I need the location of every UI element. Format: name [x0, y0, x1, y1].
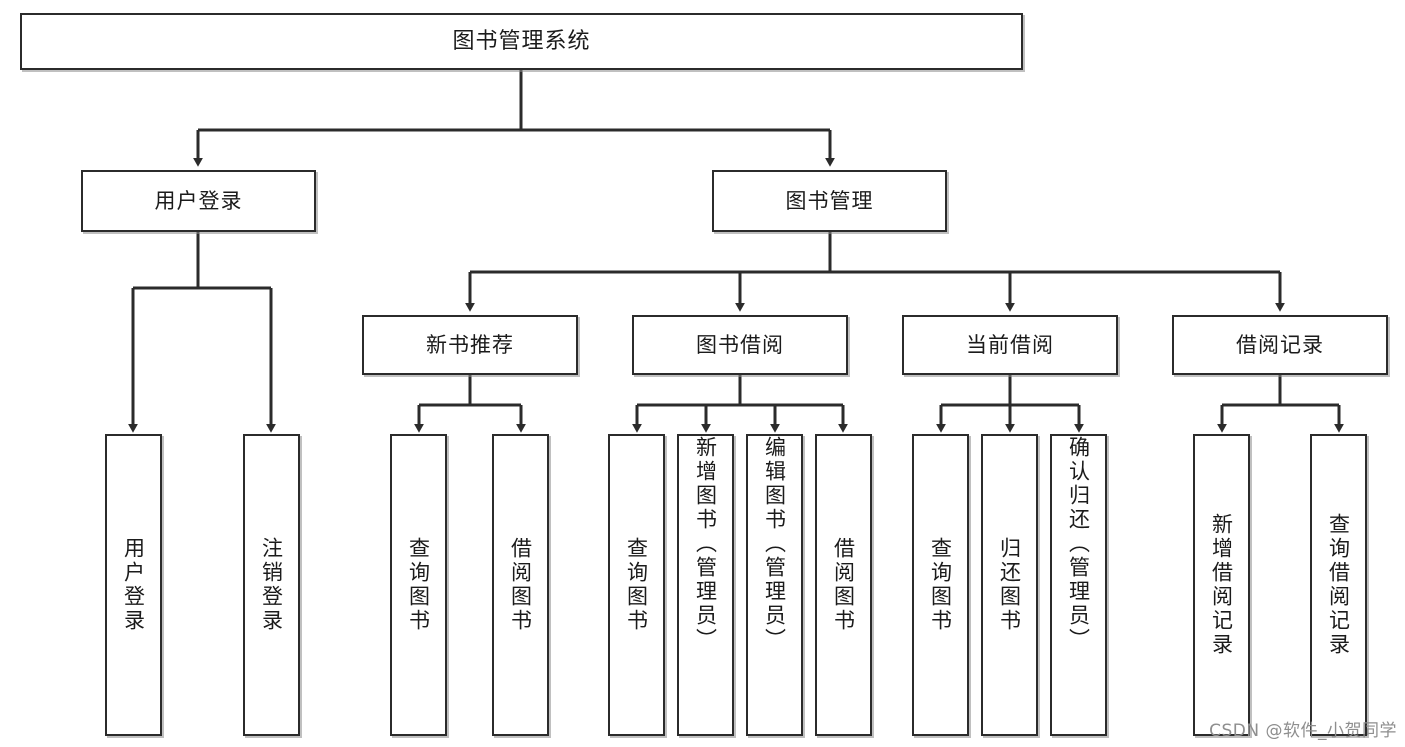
- node-label: 归还图书: [997, 537, 1022, 633]
- node-leaf-logout-login[interactable]: 注销登录: [243, 434, 300, 736]
- node-label: 当前借阅: [966, 332, 1054, 357]
- node-borrow-record[interactable]: 借阅记录: [1172, 315, 1388, 375]
- node-new-book-recommend[interactable]: 新书推荐: [362, 315, 578, 375]
- node-label: 用户登录: [154, 188, 243, 213]
- node-label: 查询图书: [406, 537, 431, 633]
- node-label: 查询图书: [624, 537, 649, 633]
- node-label: 新增图书（管理员）: [693, 436, 718, 652]
- node-user-login[interactable]: 用户登录: [81, 170, 316, 232]
- node-label: 新增借阅记录: [1209, 513, 1234, 657]
- node-label: 新书推荐: [426, 332, 514, 357]
- node-leaf-query-book-3[interactable]: 查询图书: [912, 434, 969, 736]
- node-root-system[interactable]: 图书管理系统: [20, 13, 1023, 70]
- node-label: 编辑图书（管理员）: [762, 436, 787, 652]
- node-leaf-edit-book[interactable]: 编辑图书（管理员）: [746, 434, 803, 736]
- node-label: 借阅图书: [831, 537, 856, 633]
- node-label: 图书借阅: [696, 332, 784, 357]
- csdn-watermark: CSDN @软件_小贺同学: [1209, 721, 1397, 741]
- node-leaf-user-login[interactable]: 用户登录: [105, 434, 162, 736]
- node-label: 查询借阅记录: [1326, 513, 1351, 657]
- node-leaf-add-book[interactable]: 新增图书（管理员）: [677, 434, 734, 736]
- node-leaf-confirm-return[interactable]: 确认归还（管理员）: [1050, 434, 1107, 736]
- node-label: 确认归还（管理员）: [1066, 436, 1091, 652]
- node-label: 图书管理系统: [452, 28, 591, 54]
- node-leaf-borrow-book-1[interactable]: 借阅图书: [492, 434, 549, 736]
- node-label: 借阅图书: [508, 537, 533, 633]
- node-leaf-query-book-1[interactable]: 查询图书: [390, 434, 447, 736]
- node-label: 注销登录: [259, 537, 284, 633]
- node-label: 查询图书: [928, 537, 953, 633]
- node-label: 图书管理: [785, 188, 874, 213]
- node-book-borrow[interactable]: 图书借阅: [632, 315, 848, 375]
- node-leaf-borrow-book-2[interactable]: 借阅图书: [815, 434, 872, 736]
- node-label: 借阅记录: [1236, 332, 1324, 357]
- node-leaf-query-book-2[interactable]: 查询图书: [608, 434, 665, 736]
- node-label: 用户登录: [121, 537, 146, 633]
- node-leaf-query-record[interactable]: 查询借阅记录: [1310, 434, 1367, 736]
- node-book-manage[interactable]: 图书管理: [712, 170, 947, 232]
- node-leaf-return-book[interactable]: 归还图书: [981, 434, 1038, 736]
- node-leaf-add-record[interactable]: 新增借阅记录: [1193, 434, 1250, 736]
- node-current-borrow[interactable]: 当前借阅: [902, 315, 1118, 375]
